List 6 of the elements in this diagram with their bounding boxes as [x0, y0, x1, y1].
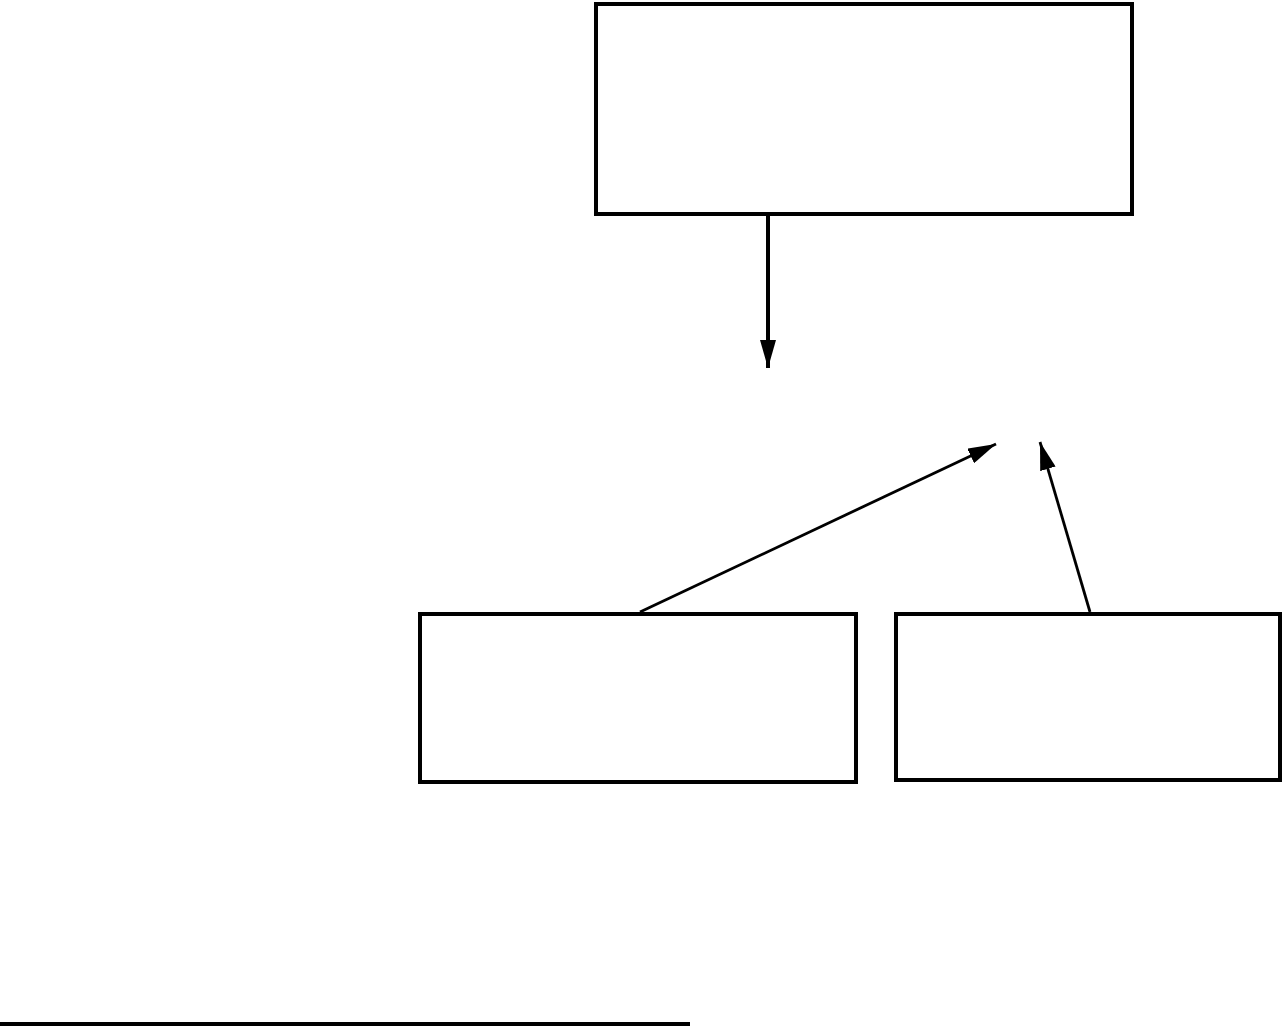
empty-box	[594, 2, 1134, 216]
empty-box	[418, 612, 858, 784]
arrow	[760, 214, 776, 368]
arrow	[1038, 441, 1092, 613]
arrow	[639, 442, 997, 614]
empty-box	[894, 612, 1282, 782]
